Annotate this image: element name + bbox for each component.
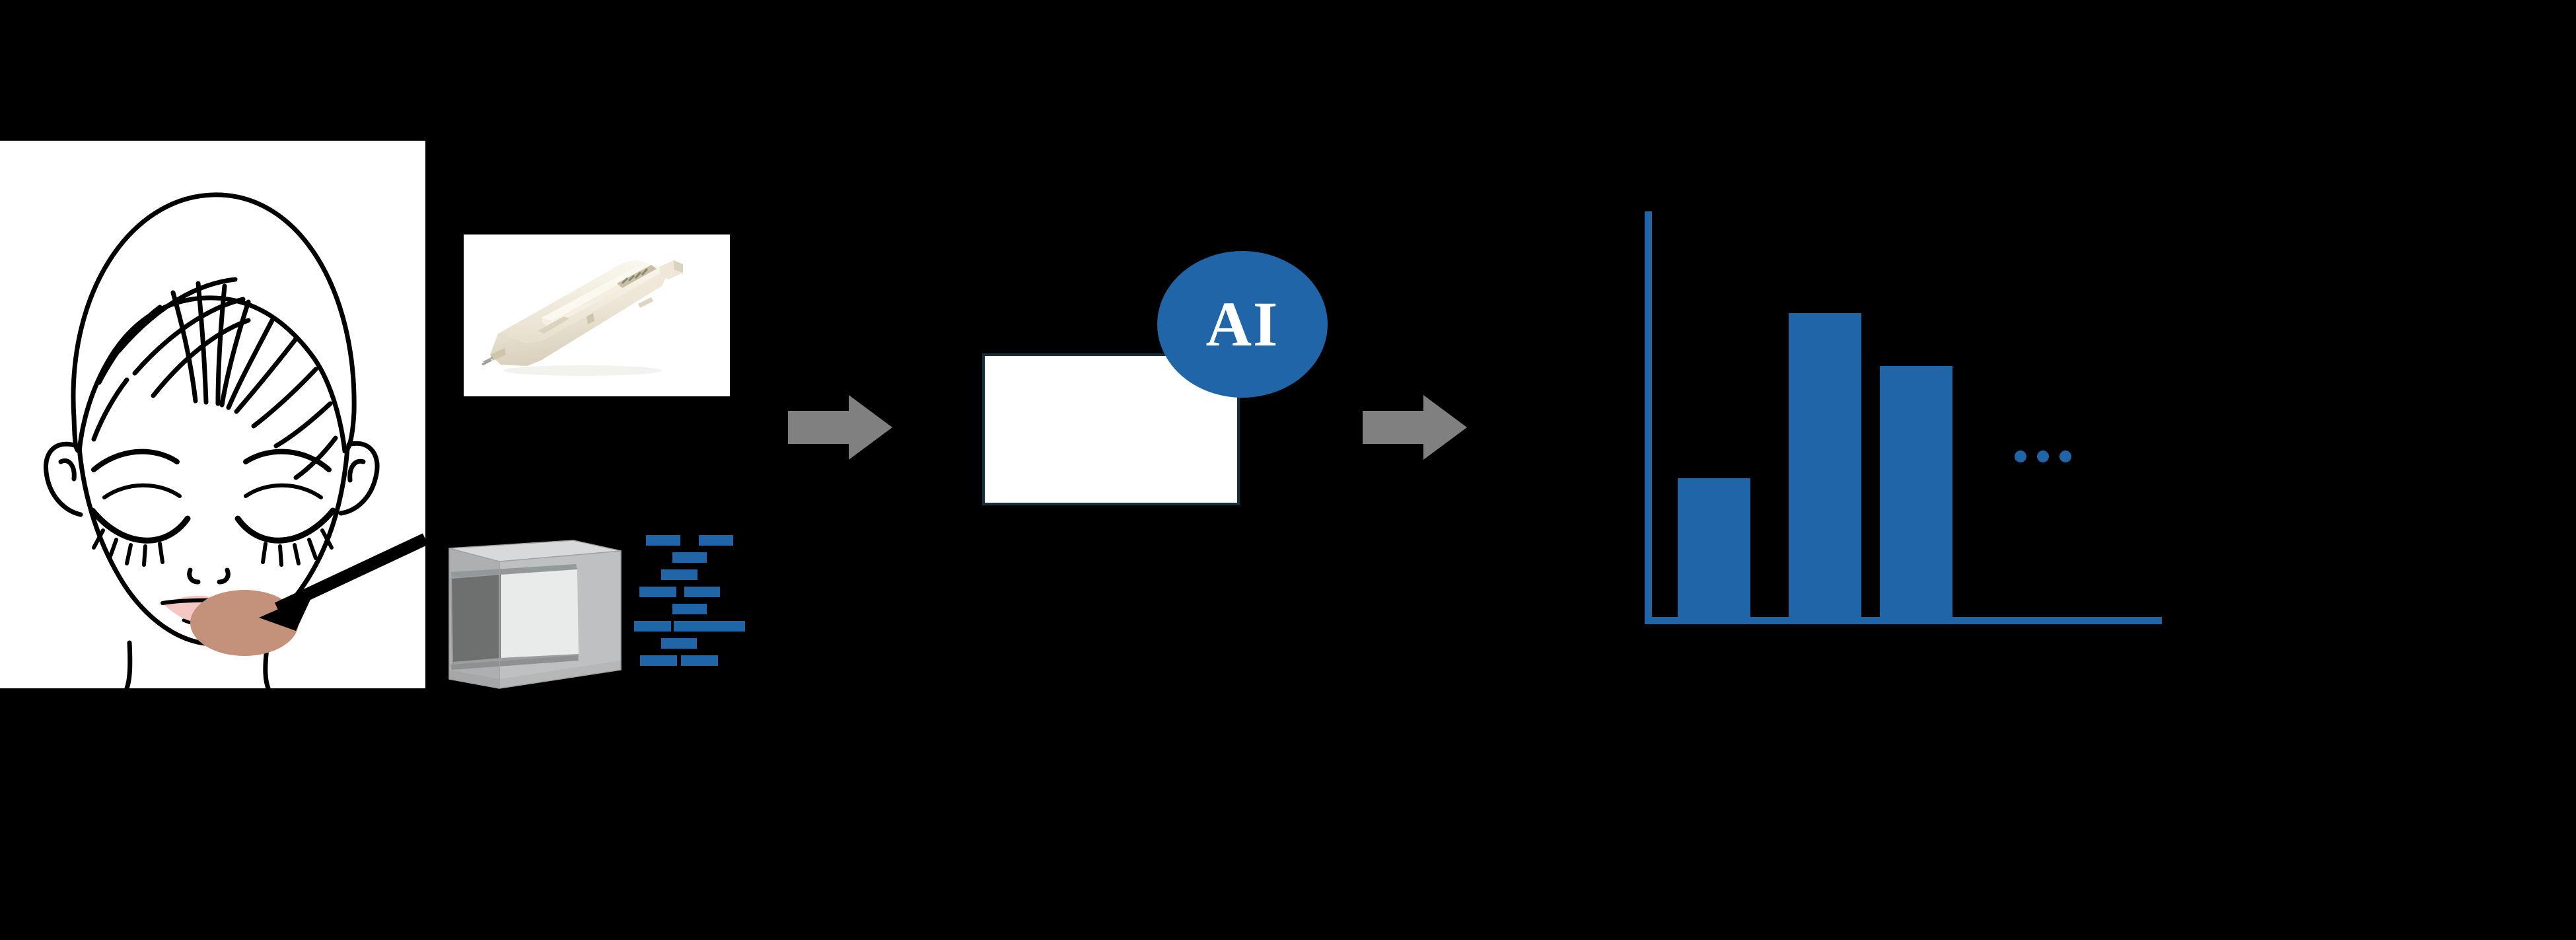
lesion-pointer-arrow [259, 533, 425, 631]
chart-ellipsis-dots [2015, 451, 2071, 462]
sequencing-read [684, 587, 720, 597]
chart-y-axis [1645, 211, 1652, 624]
microneedle-device-photo [482, 260, 683, 376]
face-illustration [44, 192, 425, 688]
sequencing-read [646, 535, 680, 546]
sequencing-read [674, 621, 711, 632]
chart-x-axis [1645, 617, 2162, 624]
ai-analysis-module: AI [982, 251, 1328, 515]
sequencing-read [672, 604, 707, 614]
ellipsis-dot [2015, 451, 2026, 462]
sequencing-read [639, 587, 676, 597]
sequencing-read [681, 655, 718, 666]
face-illustration-card [0, 141, 425, 688]
arrow-sample-to-ai [788, 391, 894, 464]
chart-bar [1789, 313, 1861, 617]
lesion-spot [190, 590, 299, 656]
sequencing-read [634, 621, 671, 632]
sequencing-read [709, 621, 745, 632]
sequencing-read [661, 569, 698, 580]
sequencing-read [640, 655, 677, 666]
sequencing-read [661, 638, 697, 649]
ellipsis-dot [2037, 451, 2049, 462]
ai-badge-ellipse [1157, 251, 1328, 398]
sequencing-read [672, 552, 707, 563]
sequencing-read-pileup [634, 535, 779, 680]
sampling-device-card [464, 235, 730, 396]
chart-bar [1678, 478, 1750, 617]
dna-sequencer-instrument [441, 528, 633, 697]
ai-badge-label: AI [1205, 289, 1279, 359]
sequencing-read [699, 535, 733, 546]
chart-bar [1880, 366, 1952, 617]
ellipsis-dot [2059, 451, 2071, 462]
results-bar-chart [1625, 198, 2166, 634]
arrow-ai-to-results [1363, 391, 1468, 464]
ai-badge: AI [1157, 251, 1328, 398]
